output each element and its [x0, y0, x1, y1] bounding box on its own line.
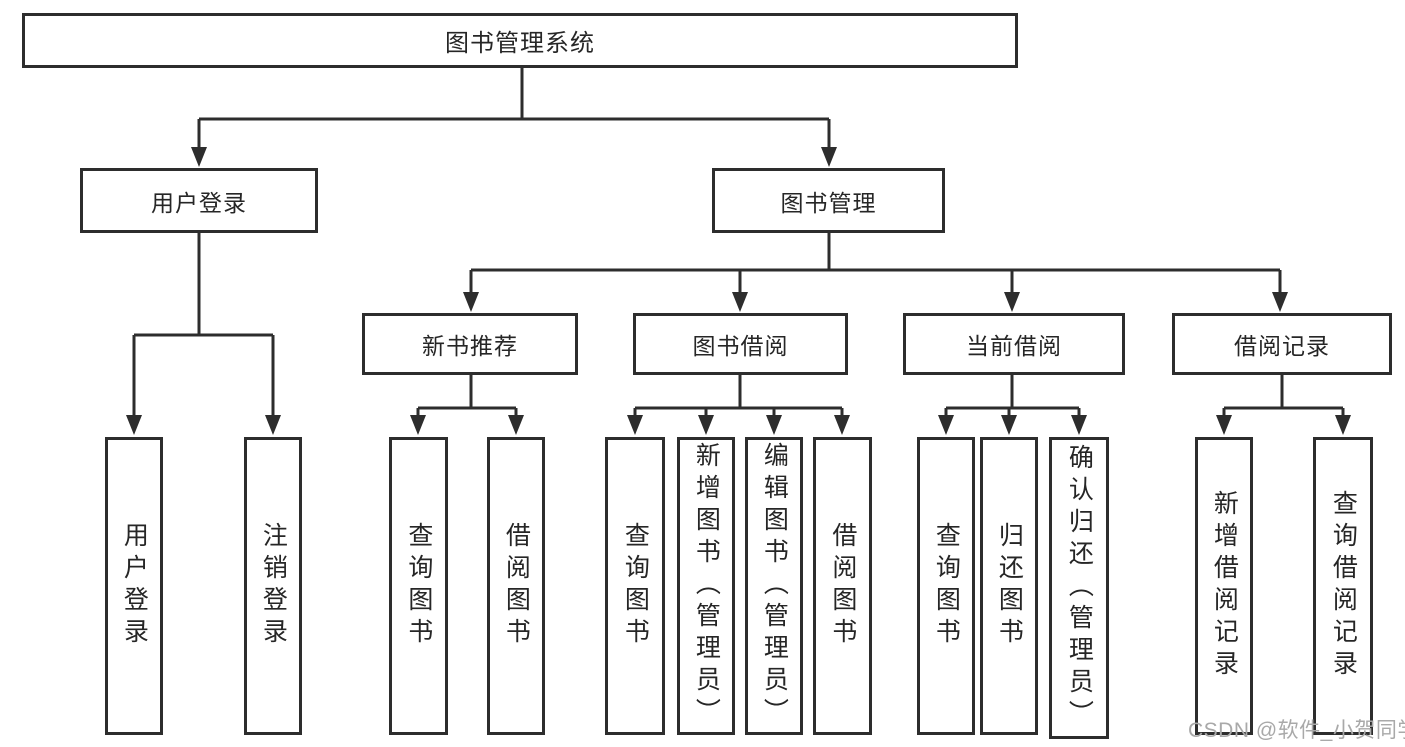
arrow-icon: [1272, 292, 1288, 312]
node-book-management: 图书管理: [712, 168, 945, 233]
node-current-borrow: 当前借阅: [903, 313, 1125, 375]
arrow-icon: [698, 415, 714, 435]
connector-current-borrow-to-leaves: [944, 375, 1081, 418]
connector-book-management-to-groups: [469, 233, 1282, 295]
connector-user-login-to-leaves: [132, 233, 275, 418]
arrow-icon: [834, 415, 850, 435]
leaf-user-login: 用户登录: [105, 437, 163, 735]
leaf-bb-edit-books-admin: 编辑图书（管理员）: [745, 437, 803, 735]
arrow-icon: [766, 415, 782, 435]
arrow-icon: [627, 415, 643, 435]
connector-book-borrow-to-leaves: [633, 375, 844, 418]
node-new-book-recommend: 新书推荐: [362, 313, 578, 375]
arrow-icon: [1335, 415, 1351, 435]
node-user-login: 用户登录: [80, 168, 318, 233]
node-borrow-records: 借阅记录: [1172, 313, 1392, 375]
arrow-icon: [126, 415, 142, 435]
arrow-icon: [191, 147, 207, 167]
arrow-icon: [1071, 415, 1087, 435]
arrow-icon: [821, 147, 837, 167]
connector-borrow-records-to-leaves: [1222, 375, 1345, 418]
leaf-nbr-borrow-books: 借阅图书: [487, 437, 545, 735]
arrowheads: [126, 147, 1351, 435]
arrow-icon: [508, 415, 524, 435]
leaf-cb-query-books: 查询图书: [917, 437, 975, 735]
connector-new-book-recommend-to-leaves: [416, 375, 518, 418]
arrow-icon: [1004, 292, 1020, 312]
leaf-nbr-query-books: 查询图书: [389, 437, 448, 735]
arrow-icon: [938, 415, 954, 435]
leaf-br-query-record: 查询借阅记录: [1313, 437, 1373, 735]
leaf-br-add-record: 新增借阅记录: [1195, 437, 1253, 735]
node-book-borrow: 图书借阅: [633, 313, 848, 375]
arrow-icon: [410, 415, 426, 435]
connector-root-to-level2: [197, 68, 831, 150]
arrow-icon: [463, 292, 479, 312]
leaf-bb-add-books-admin: 新增图书（管理员）: [677, 437, 735, 735]
leaf-cb-confirm-return-admin: 确认归还（管理员）: [1049, 437, 1109, 739]
node-root: 图书管理系统: [22, 13, 1018, 68]
arrow-icon: [1001, 415, 1017, 435]
leaf-bb-query-books: 查询图书: [605, 437, 665, 735]
arrow-icon: [265, 415, 281, 435]
leaf-bb-borrow-books: 借阅图书: [813, 437, 872, 735]
arrow-icon: [1216, 415, 1232, 435]
arrow-icon: [732, 292, 748, 312]
watermark-text: CSDN @软件_小贺同学: [1188, 719, 1405, 742]
leaf-logout: 注销登录: [244, 437, 302, 735]
leaf-cb-return-books: 归还图书: [980, 437, 1038, 735]
